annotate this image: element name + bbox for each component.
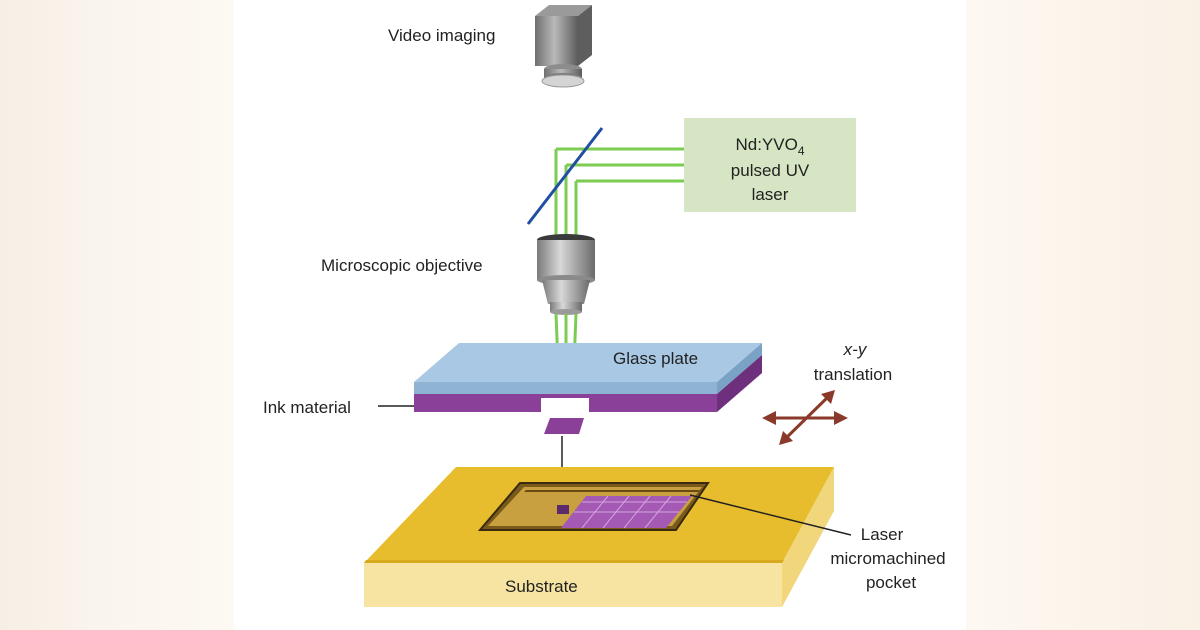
laser-label-line3: laser <box>752 185 789 204</box>
pocket-label-line3: pocket <box>866 573 916 592</box>
ink-layer <box>414 355 762 413</box>
laser-beam-horizontal <box>556 147 684 183</box>
video-imaging-label: Video imaging <box>388 26 495 45</box>
laser-beam-vertical <box>554 149 578 240</box>
glass-plate <box>414 343 762 394</box>
pocket-label-line1: Laser <box>861 525 904 544</box>
substrate-label: Substrate <box>505 577 578 596</box>
mirror <box>526 127 604 225</box>
pocket-label-line2: micromachined <box>830 549 945 568</box>
objective-lens-icon <box>537 234 595 315</box>
ink-pixel <box>544 418 584 434</box>
laser-source-box <box>684 118 856 212</box>
translation-axes-label: x-y <box>843 340 868 359</box>
pocket-leader <box>689 494 852 536</box>
ink-material-label: Ink material <box>263 398 351 417</box>
objective-label: Microscopic objective <box>321 256 483 275</box>
deposited-ink-grid <box>557 495 692 529</box>
laser-type-text: Nd:YVO <box>735 135 797 154</box>
glass-plate-label: Glass plate <box>613 349 698 368</box>
laser-label-line2: pulsed UV <box>731 161 810 180</box>
xy-translation-arrows-icon <box>762 390 848 445</box>
camera-icon <box>535 5 592 88</box>
translation-label: translation <box>814 365 892 384</box>
laser-type-subscript: 4 <box>798 144 805 158</box>
laser-label-line1: Nd:YVO4 <box>735 135 804 158</box>
